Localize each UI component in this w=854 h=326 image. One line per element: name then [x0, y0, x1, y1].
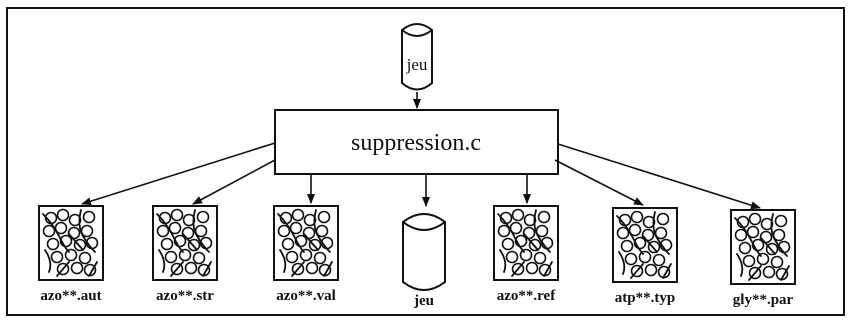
output-file-azo-ref: azo**.ref — [493, 205, 559, 304]
diagram-frame — [6, 7, 845, 316]
output-label: jeu — [413, 293, 434, 309]
top-input-label: jeu — [406, 55, 428, 74]
process-box: suppression.c — [274, 109, 559, 175]
storage-cylinder-icon — [402, 213, 446, 291]
output-label: azo**.ref — [497, 288, 556, 304]
output-label: azo**.aut — [40, 288, 101, 304]
output-file-azo-aut: azo**.aut — [38, 205, 104, 304]
output-label: azo**.val — [276, 288, 336, 304]
process-label: suppression.c — [351, 130, 481, 156]
output-label: atp**.typ — [615, 290, 675, 306]
top-input-storage: jeu — [401, 23, 433, 91]
output-file-azo-str: azo**.str — [152, 205, 218, 304]
data-file-icon — [730, 209, 796, 285]
storage-cylinder-icon — [401, 23, 433, 91]
data-file-icon — [273, 205, 339, 281]
data-file-icon — [612, 207, 678, 283]
data-file-icon — [493, 205, 559, 281]
output-arrows — [81, 142, 761, 210]
arrow-to-azo-aut — [81, 142, 276, 206]
output-file-azo-val: azo**.val — [273, 205, 339, 304]
data-file-icon — [38, 205, 104, 281]
data-file-icon — [152, 205, 218, 281]
arrow-to-gly-par — [557, 143, 761, 210]
output-storage-jeu: jeu — [402, 213, 446, 309]
arrow-to-azo-str — [192, 159, 276, 205]
output-label: gly**.par — [733, 292, 794, 308]
arrow-to-atp-typ — [554, 159, 644, 206]
output-label: azo**.str — [156, 288, 214, 304]
output-file-gly-par: gly**.par — [730, 209, 796, 308]
output-file-atp-typ: atp**.typ — [612, 207, 678, 306]
